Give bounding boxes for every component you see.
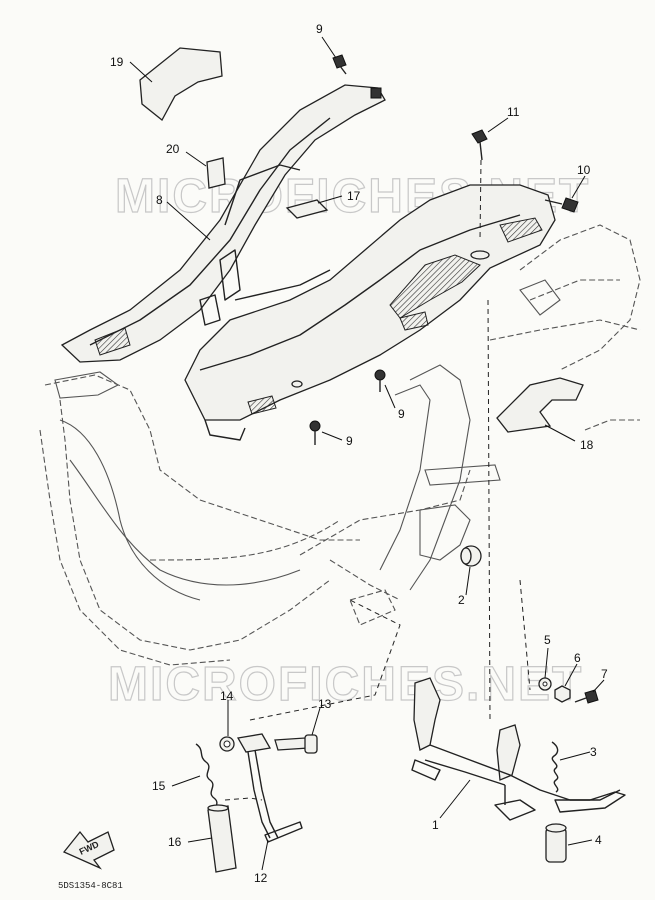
part-10-bolt	[544, 197, 579, 213]
callout-9-mid: 9	[398, 407, 405, 421]
part-18-cover	[496, 377, 584, 433]
part-4-collar	[545, 823, 567, 863]
callout-17: 17	[347, 189, 361, 203]
part-16-cover	[207, 804, 237, 873]
callout-12: 12	[254, 871, 268, 885]
part-8-side-cover	[60, 84, 386, 363]
callout-9-top: 9	[316, 22, 323, 36]
callout-20: 20	[166, 142, 180, 156]
part-9-screw-mid	[374, 369, 386, 392]
part-19-cover	[139, 47, 223, 121]
callout-4: 4	[595, 833, 602, 847]
leader-lines	[129, 36, 605, 871]
part-5-washer	[538, 677, 552, 691]
callout-11: 11	[507, 105, 520, 119]
callout-10: 10	[577, 163, 591, 177]
callout-7: 7	[601, 667, 608, 681]
callout-15: 15	[152, 779, 166, 793]
watermark-bottom: MICROFICHES.NET	[108, 658, 583, 711]
callout-1: 1	[432, 818, 439, 832]
part-17-plate	[285, 199, 329, 219]
callout-16: 16	[168, 835, 182, 849]
callout-3: 3	[590, 745, 597, 759]
part-12-side-stand	[236, 599, 401, 843]
callout-6: 6	[574, 651, 581, 665]
callout-9-low: 9	[346, 434, 353, 448]
part-1-main-stand	[411, 677, 626, 821]
part-7-bolt	[574, 689, 599, 704]
part-11-bolt	[471, 129, 488, 241]
part-2-bushing	[460, 545, 482, 567]
assembly-guide-line-2	[519, 579, 531, 691]
callout-labels: 9 19 11 10 20 8 17 9 9 18 2 5 6 7 3 1 4 …	[110, 22, 608, 885]
part-9-screw-top	[332, 54, 347, 75]
drawing-code: 5DS1354-8C81	[58, 881, 123, 891]
callout-19: 19	[110, 55, 124, 69]
callout-2: 2	[458, 593, 465, 607]
callout-5: 5	[544, 633, 551, 647]
callout-13: 13	[318, 697, 332, 711]
vehicle-frame	[39, 224, 641, 666]
part-3-spring	[551, 741, 559, 793]
part-15-spring	[195, 743, 219, 815]
callout-18: 18	[580, 438, 594, 452]
part-20-plate	[206, 157, 226, 189]
callout-8: 8	[156, 193, 163, 207]
part-9-screw-low	[309, 420, 321, 445]
part-14-nut	[219, 736, 235, 752]
floor-board-panel	[184, 184, 556, 441]
callout-14: 14	[220, 689, 234, 703]
fwd-arrow-icon: FWD	[62, 830, 115, 870]
part-6-nut	[554, 685, 571, 703]
assembly-guide-line	[487, 299, 491, 721]
part-13-pivot-bolt	[274, 734, 318, 754]
